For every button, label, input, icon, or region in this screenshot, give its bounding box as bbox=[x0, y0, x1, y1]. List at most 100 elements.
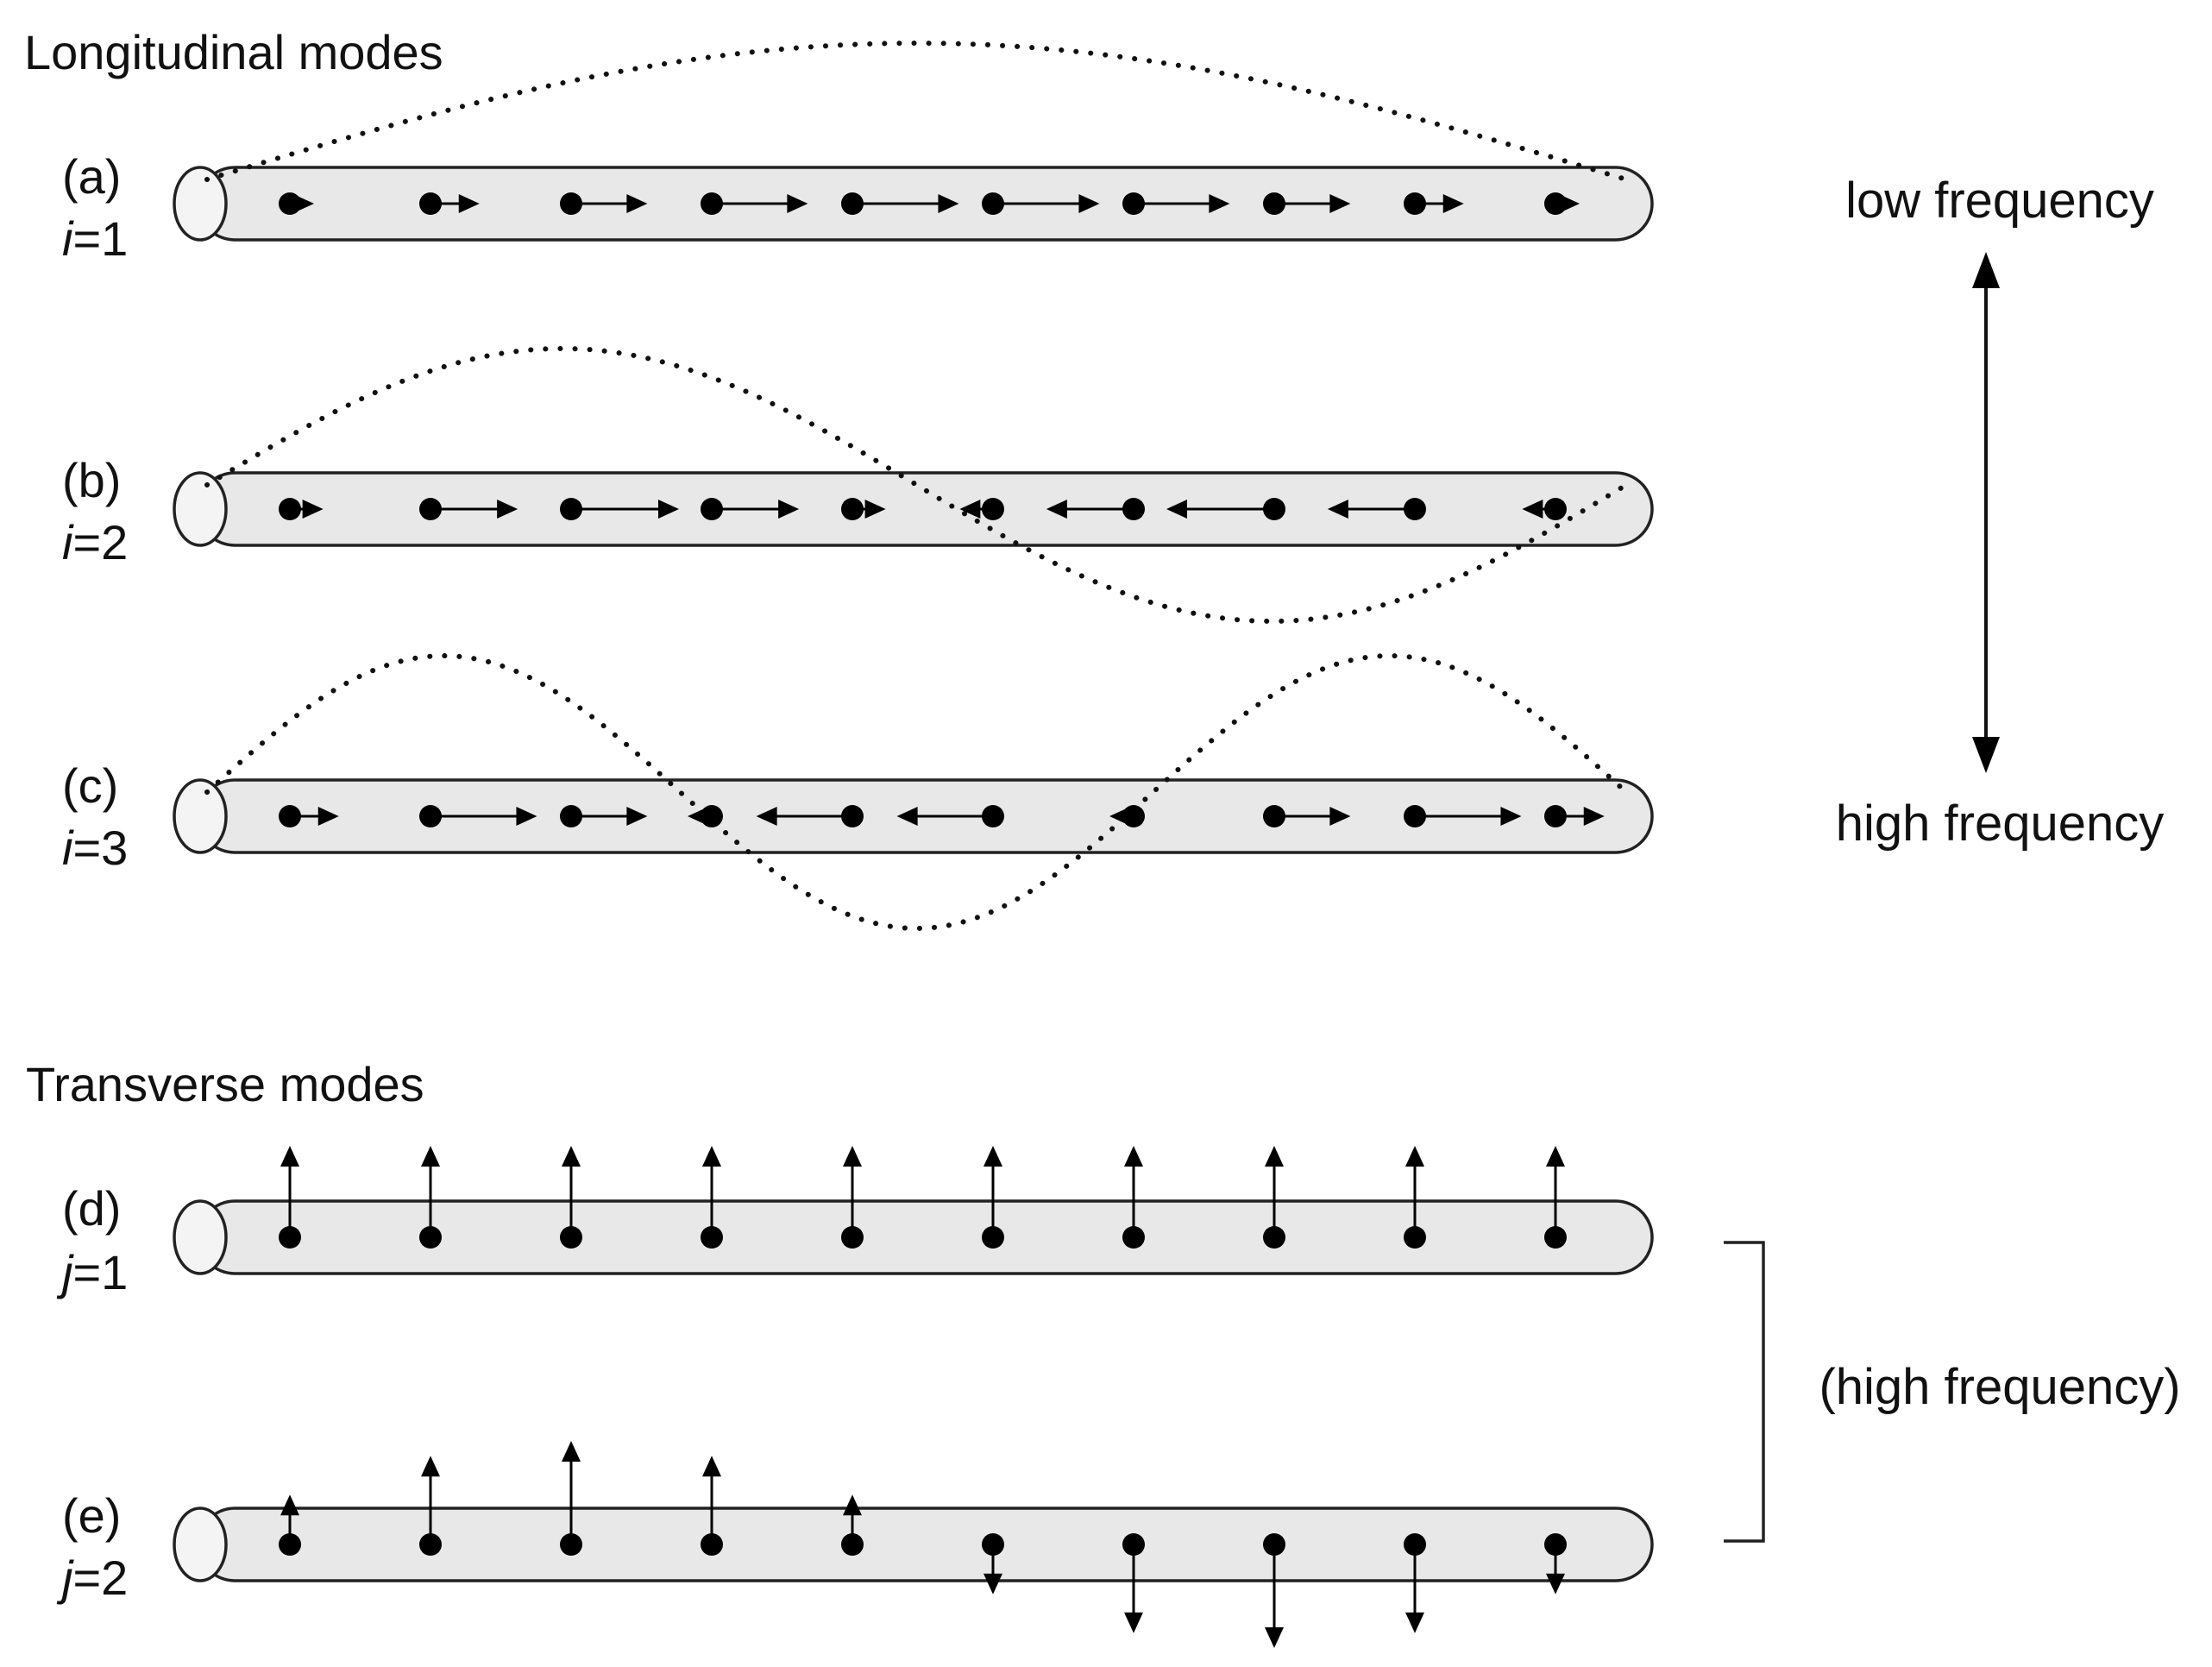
arrowhead-icon bbox=[1329, 807, 1351, 826]
arrowhead-icon bbox=[1327, 500, 1348, 519]
longitudinal-section-title: Longitudinal modes bbox=[24, 25, 443, 79]
atom bbox=[1263, 498, 1285, 520]
atom bbox=[841, 1226, 864, 1249]
displacement-envelope bbox=[204, 41, 1629, 182]
arrowhead-icon bbox=[1500, 807, 1522, 826]
mode-index: i=1 bbox=[62, 211, 128, 266]
panel-label-a: (a) i=1 bbox=[62, 149, 128, 266]
atom bbox=[841, 805, 864, 827]
high-frequency-label: high frequency bbox=[1836, 796, 2164, 852]
arrowhead-icon bbox=[421, 1456, 440, 1477]
atom bbox=[1404, 498, 1426, 520]
arrowhead-icon bbox=[938, 194, 959, 213]
arrowhead-icon bbox=[787, 194, 808, 213]
arrowhead-icon bbox=[1166, 500, 1187, 519]
atom bbox=[1544, 1226, 1567, 1249]
rod-body bbox=[197, 1507, 1654, 1582]
atom bbox=[1263, 192, 1285, 215]
arrow-up-icon bbox=[1972, 252, 2000, 288]
panel-label-b: (b) i=2 bbox=[62, 453, 128, 569]
atom bbox=[1404, 805, 1426, 827]
arrowhead-icon bbox=[1046, 500, 1067, 519]
panel-label-e: (e) j=2 bbox=[56, 1488, 128, 1605]
arrowhead-icon bbox=[1522, 500, 1543, 519]
atom bbox=[841, 1533, 864, 1556]
atom bbox=[279, 1226, 301, 1249]
rod-panel-b bbox=[173, 345, 1654, 625]
arrowhead-icon bbox=[1583, 807, 1605, 826]
rod-panel-e bbox=[173, 1441, 1654, 1648]
arrowhead-icon bbox=[843, 1146, 862, 1167]
rods-layer bbox=[173, 41, 1654, 1648]
displacement-envelope bbox=[204, 652, 1629, 932]
arrowhead-icon bbox=[959, 500, 981, 519]
atom bbox=[560, 1533, 582, 1556]
arrowhead-icon bbox=[864, 500, 886, 519]
frequency-scale: low frequency high frequency bbox=[1836, 173, 2164, 852]
arrowhead-icon bbox=[1546, 1573, 1565, 1595]
arrowhead-icon bbox=[1124, 1612, 1143, 1633]
arrowhead-icon bbox=[1124, 1146, 1143, 1167]
atom bbox=[982, 805, 1004, 827]
arrowhead-icon bbox=[983, 1573, 1002, 1595]
displacement-envelope bbox=[204, 345, 1629, 625]
atom bbox=[560, 498, 582, 520]
arrowhead-icon bbox=[280, 1146, 299, 1167]
atom bbox=[419, 1226, 442, 1249]
rod-body bbox=[197, 471, 1654, 547]
arrowhead-icon bbox=[896, 807, 918, 826]
arrowhead-icon bbox=[458, 194, 480, 213]
atom bbox=[419, 1533, 442, 1556]
panel-letter: (d) bbox=[62, 1181, 121, 1236]
arrowhead-icon bbox=[1442, 194, 1464, 213]
panel-letter: (c) bbox=[62, 758, 118, 813]
atom bbox=[279, 805, 301, 827]
atom bbox=[982, 1533, 1004, 1556]
panel-label-c: (c) i=3 bbox=[62, 758, 128, 875]
arrow-down-icon bbox=[1972, 737, 2000, 773]
rod-end-cap bbox=[173, 778, 228, 854]
atom bbox=[560, 1226, 582, 1249]
panel-letter: (e) bbox=[62, 1488, 121, 1543]
arrowhead-icon bbox=[756, 807, 777, 826]
mode-index: j=2 bbox=[56, 1551, 128, 1605]
atom bbox=[1263, 805, 1285, 827]
atom bbox=[1544, 805, 1567, 827]
atom bbox=[701, 498, 723, 520]
atom bbox=[419, 805, 442, 827]
atom bbox=[419, 192, 442, 215]
atom bbox=[279, 1533, 301, 1556]
arrowhead-icon bbox=[843, 1494, 862, 1516]
atom bbox=[560, 192, 582, 215]
atom bbox=[1404, 1533, 1426, 1556]
bracket-shape bbox=[1724, 1241, 1765, 1543]
atom bbox=[841, 192, 864, 215]
atom bbox=[841, 498, 864, 520]
atom bbox=[1122, 1533, 1145, 1556]
atom bbox=[982, 192, 1004, 215]
rod-panel-a bbox=[173, 41, 1654, 242]
transverse-section-title: Transverse modes bbox=[26, 1057, 424, 1111]
atom bbox=[279, 192, 301, 215]
arrowhead-icon bbox=[1405, 1146, 1424, 1167]
arrowhead-icon bbox=[702, 1456, 721, 1477]
arrowhead-icon bbox=[626, 194, 648, 213]
atom bbox=[982, 1226, 1004, 1249]
atom bbox=[1263, 1533, 1285, 1556]
rod-panel-d bbox=[173, 1146, 1654, 1275]
arrowhead-icon bbox=[280, 1494, 299, 1516]
arrowhead-icon bbox=[1546, 1146, 1565, 1167]
transverse-bracket: (high frequency) bbox=[1724, 1241, 2181, 1543]
arrowhead-icon bbox=[1405, 1612, 1424, 1633]
rod-end-cap bbox=[173, 471, 228, 547]
arrowhead-icon bbox=[421, 1146, 440, 1167]
arrowhead-icon bbox=[1329, 194, 1351, 213]
atom bbox=[1404, 1226, 1426, 1249]
panel-letter: (b) bbox=[62, 453, 121, 507]
rod-end-cap bbox=[173, 1507, 228, 1582]
atom bbox=[1544, 192, 1567, 215]
atom bbox=[701, 805, 723, 827]
atom bbox=[1544, 1533, 1567, 1556]
arrowhead-icon bbox=[1209, 194, 1230, 213]
